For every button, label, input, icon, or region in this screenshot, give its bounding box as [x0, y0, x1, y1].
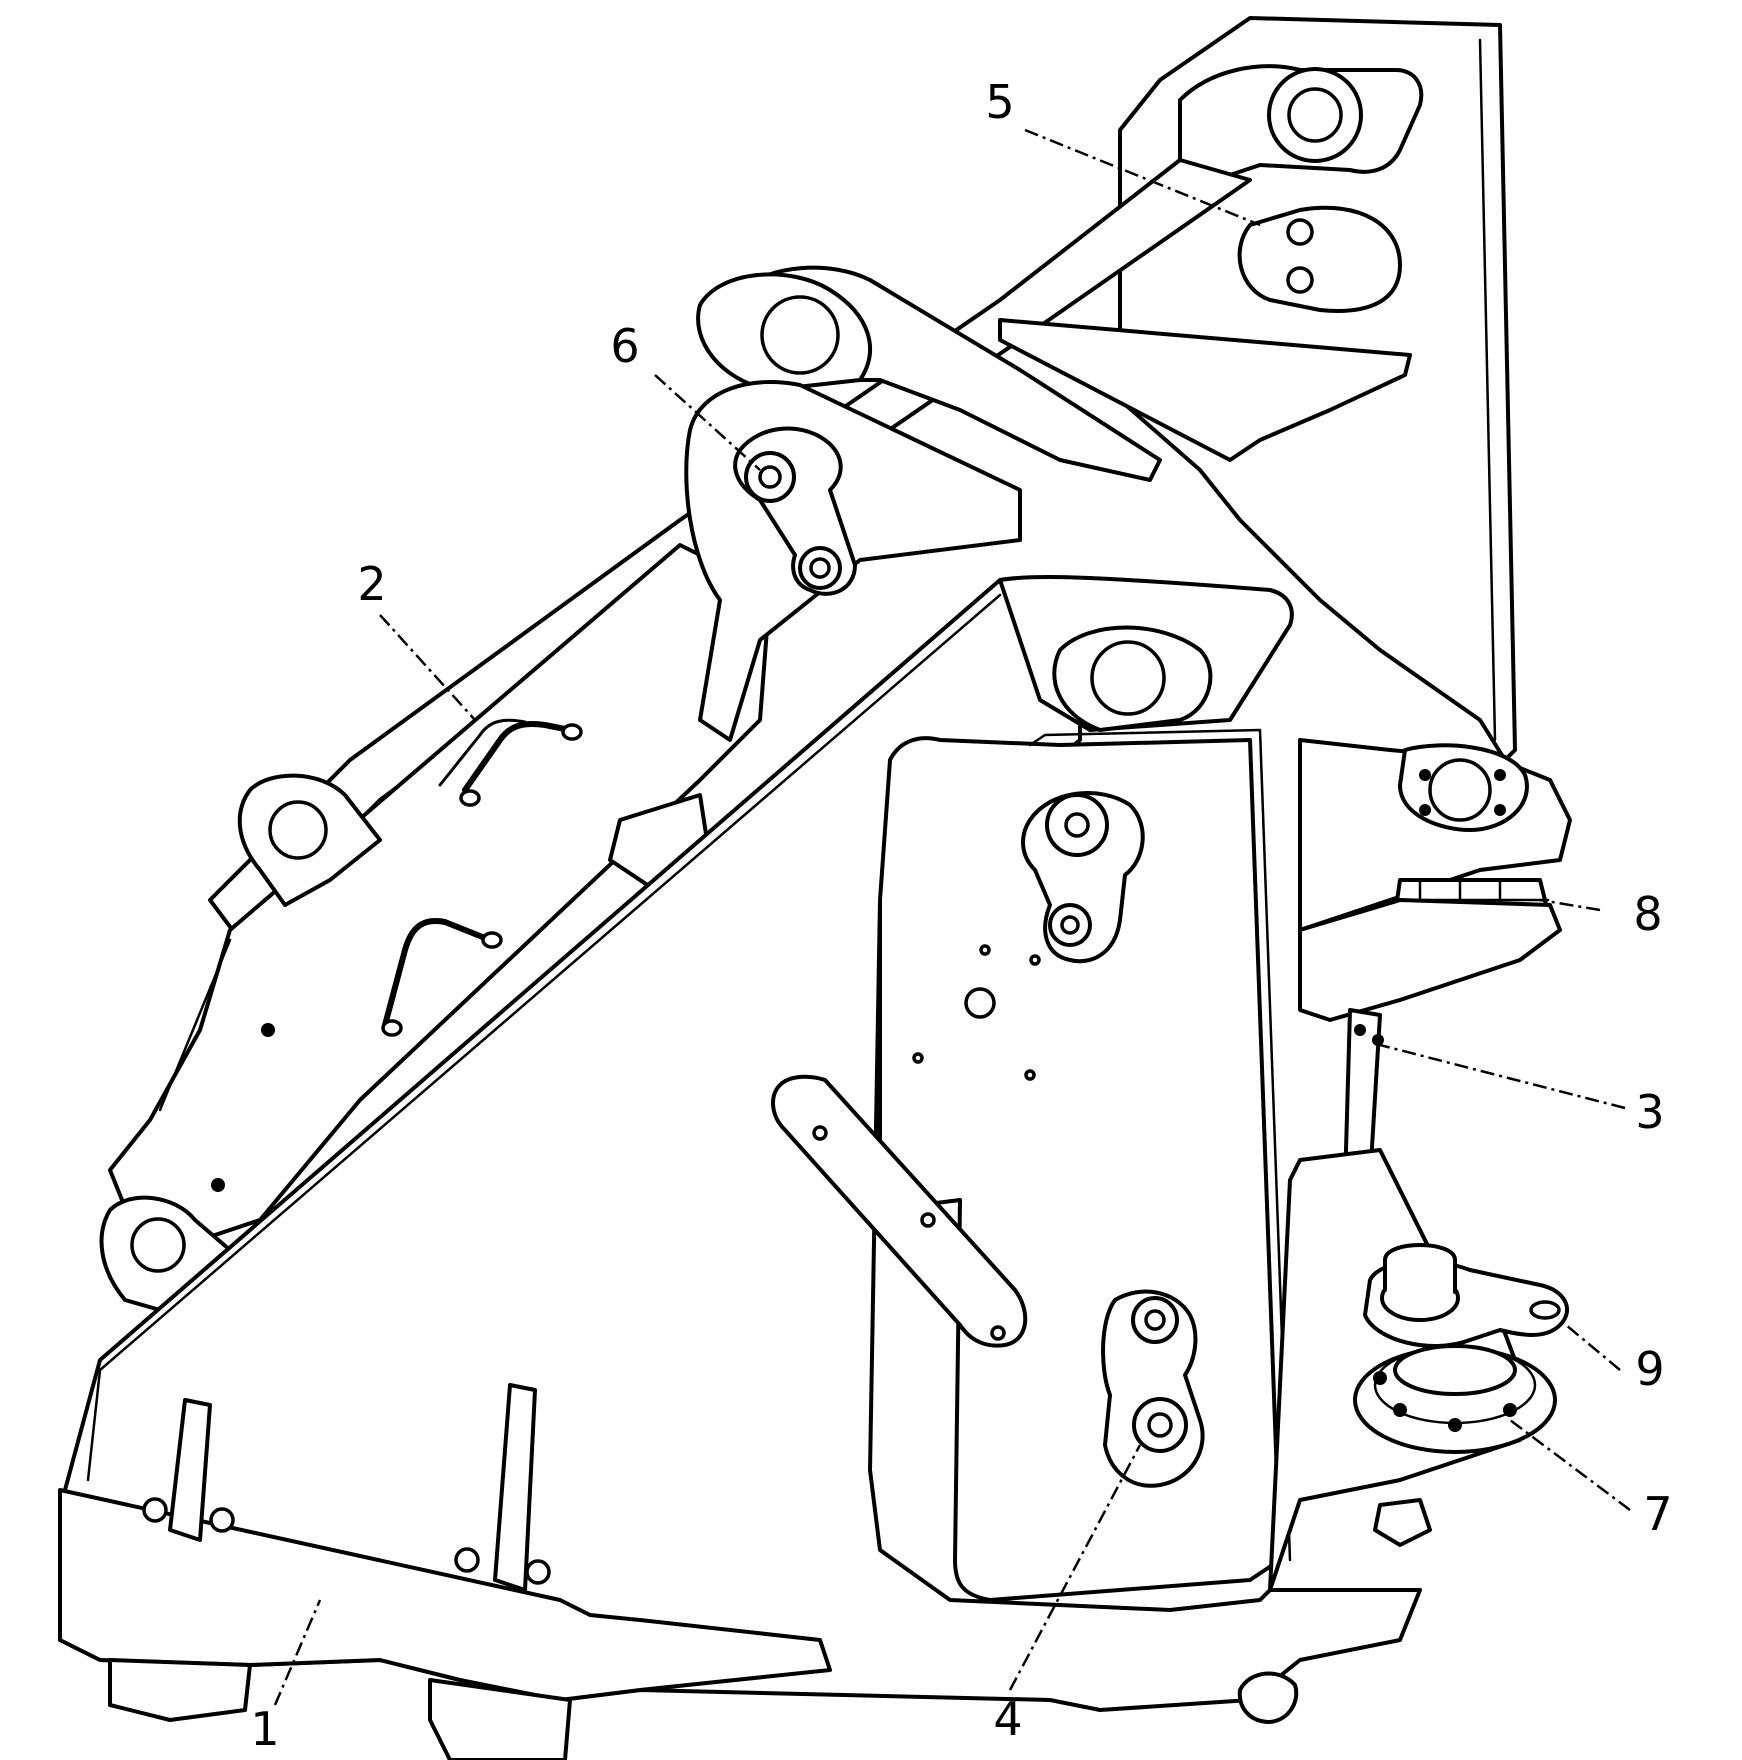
callout-label-3: 3 [1635, 1085, 1664, 1139]
callout-label-2: 2 [357, 557, 386, 611]
callout-label-7: 7 [1643, 1487, 1672, 1541]
callout-label-8: 8 [1633, 887, 1662, 941]
pivot-assembly [1237, 738, 1572, 1724]
callout-label-5: 5 [985, 75, 1014, 129]
callout-label-9: 9 [1635, 1342, 1664, 1396]
leader-lines [273, 128, 1631, 1706]
callout-label-6: 6 [610, 319, 639, 373]
handles [381, 718, 583, 1037]
front-side-plate [771, 575, 1294, 1602]
middle-mount-plate [608, 265, 1162, 902]
callout-label-1: 1 [250, 1702, 279, 1756]
callout-label-4: 4 [993, 1692, 1022, 1746]
callout-labels: 1 2 3 4 5 6 7 8 9 [250, 75, 1672, 1756]
front-main-body [58, 578, 1422, 1760]
left-side-body [99, 543, 772, 1312]
